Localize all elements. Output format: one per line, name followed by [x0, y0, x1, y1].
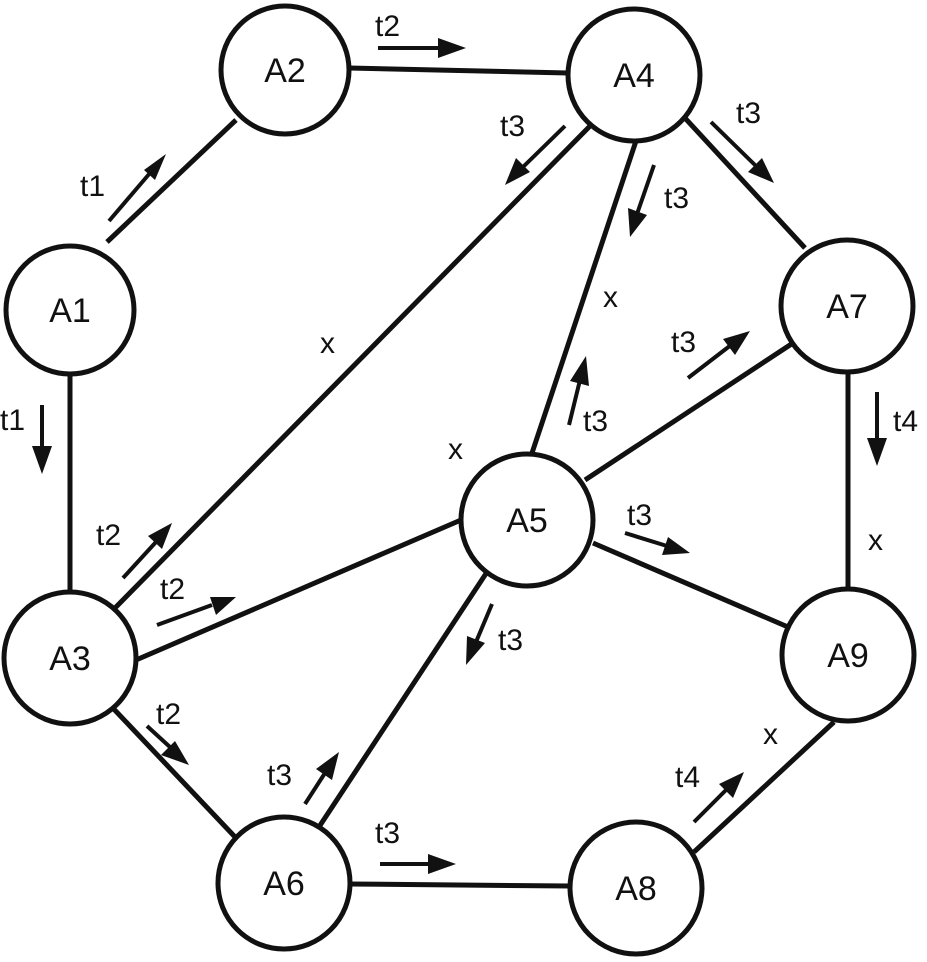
node-a8: A8 — [567, 819, 705, 957]
arrow-t3-a6-a8 — [380, 854, 456, 874]
node-a5-label: A5 — [506, 502, 548, 540]
node-a7-label: A7 — [826, 288, 868, 326]
node-a3-circle — [1, 589, 139, 727]
edge-a5-a9 — [592, 540, 789, 630]
arrow-t1-a1-a3 — [32, 405, 52, 474]
edge-a3-a5 — [135, 517, 462, 663]
edge-a4-a5 — [528, 137, 640, 457]
nodes: A1 A2 A3 A4 A5 A6 A7 A8 — [1, 3, 917, 957]
arrow-t3-a5-a4 — [567, 356, 589, 426]
label-t2-a3-a5: t2 — [160, 573, 185, 606]
node-a2-circle — [218, 3, 352, 137]
label-t3-a4-a3: t3 — [500, 110, 525, 143]
arrow-t3-a4-a7 — [709, 120, 774, 183]
arrow-t2-a2-a4 — [378, 38, 466, 58]
node-a7: A7 — [778, 237, 916, 375]
node-a2: A2 — [218, 3, 352, 137]
x-mark-a7-a9: x — [868, 524, 883, 557]
label-t3-a5-a4: t3 — [583, 405, 608, 438]
label-t3-a6-a5: t3 — [267, 759, 292, 792]
label-t3-a4-a7: t3 — [736, 97, 761, 130]
node-a2-label: A2 — [264, 52, 306, 90]
node-a5: A5 — [458, 451, 596, 589]
edge-a6-a8 — [348, 881, 571, 889]
node-a1-circle — [3, 243, 137, 377]
node-a5-circle — [458, 451, 596, 589]
arrow-t3-a5-a7 — [686, 331, 750, 380]
edge-a2-a4 — [348, 65, 569, 76]
x-mark-a5: x — [448, 433, 463, 466]
x-marks: x x x x x — [320, 281, 883, 751]
node-a7-circle — [778, 237, 916, 375]
label-t3-a5-a7: t3 — [671, 326, 696, 359]
edges — [67, 65, 851, 889]
edge-a8-a9 — [692, 720, 836, 854]
edge-a3-a6 — [108, 703, 238, 840]
arrow-t1-a1-a2 — [107, 154, 166, 223]
label-t1-a1-a3: t1 — [0, 404, 25, 437]
x-mark-a3-a4: x — [320, 327, 335, 360]
edge-a4-a7 — [682, 115, 807, 250]
arrow-t3-a6-a5 — [303, 752, 339, 806]
transition-arrows — [32, 38, 887, 874]
arrow-t3-a5-a6 — [466, 603, 494, 665]
arrow-t2-a3-a5 — [156, 597, 236, 627]
edge-a3-a4 — [113, 123, 593, 610]
node-a1: A1 — [3, 243, 137, 377]
node-a4-circle — [565, 6, 703, 144]
arrow-t2-a3-a6 — [145, 724, 189, 765]
node-a3-label: A3 — [49, 640, 91, 678]
edge-a5-a7 — [583, 340, 795, 483]
label-t2-a3-a4: t2 — [96, 519, 121, 552]
label-t2-a2-a4: t2 — [375, 10, 400, 43]
node-a6-circle — [215, 814, 353, 952]
arrow-t4-a7-a9 — [867, 392, 887, 466]
x-mark-a8-a9: x — [763, 718, 778, 751]
label-t4-a8-a9: t4 — [675, 761, 700, 794]
edge-a5-a6 — [314, 567, 492, 832]
arrow-t3-a4-a3 — [505, 124, 567, 185]
label-t3-a6-a8: t3 — [375, 817, 400, 850]
node-a8-circle — [567, 819, 705, 957]
x-mark-a4-a5: x — [603, 281, 618, 314]
transition-labels: t1 t1 t2 t3 t3 t3 t3 t3 t4 t2 t2 t3 t2 t… — [0, 10, 918, 850]
node-a3: A3 — [1, 589, 139, 727]
label-t3-a4-a5: t3 — [664, 182, 689, 215]
label-t1-a1-a2: t1 — [80, 170, 105, 203]
arrow-t2-a3-a4 — [121, 523, 172, 580]
label-t3-a5-a6: t3 — [498, 624, 523, 657]
node-a6-label: A6 — [263, 865, 305, 903]
node-a4: A4 — [565, 6, 703, 144]
label-t2-a3-a6: t2 — [156, 698, 181, 731]
node-a4-label: A4 — [613, 57, 655, 95]
arrow-t3-a5-a9 — [624, 531, 690, 555]
label-t3-a5-a9: t3 — [627, 499, 652, 532]
label-t4-a7-a9: t4 — [893, 405, 918, 438]
node-a9: A9 — [779, 586, 917, 724]
node-a9-label: A9 — [827, 637, 869, 675]
node-a6: A6 — [215, 814, 353, 952]
arrow-t4-a8-a9 — [692, 772, 744, 824]
node-a9-circle — [779, 586, 917, 724]
arrow-t3-a4-a5 — [628, 164, 656, 237]
node-a1-label: A1 — [49, 292, 91, 330]
edge-a1-a2 — [105, 118, 238, 244]
node-a8-label: A8 — [615, 870, 657, 908]
